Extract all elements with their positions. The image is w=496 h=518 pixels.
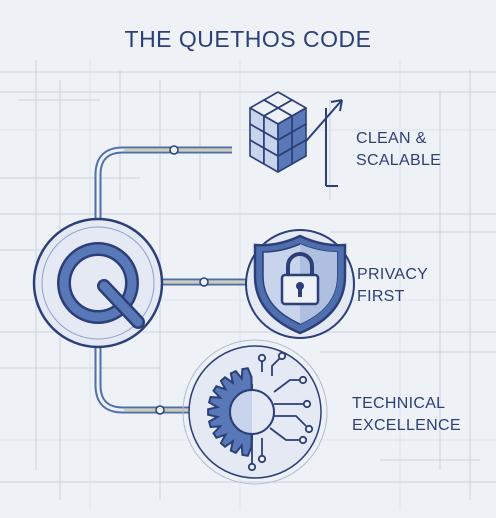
cube: [263, 107, 293, 141]
diagram-title: THE QUETHOS CODE: [124, 26, 372, 52]
pillar-label-line: TECHNICAL: [352, 395, 446, 412]
pillar-label-clean-scalable: CLEAN & SCALABLE: [356, 128, 441, 172]
pillar-label-privacy-first: PRIVACY FIRST: [357, 264, 428, 308]
circuit-node: [304, 424, 314, 434]
pillar-label-line: SCALABLE: [356, 152, 442, 169]
connector-bottom: [94, 335, 192, 415]
pillar-label-technical-excellence: TECHNICAL EXCELLENCE: [352, 393, 461, 437]
connector-middle: [150, 277, 258, 287]
circuit-node: [247, 462, 257, 472]
cube-stack-icon: [249, 91, 343, 187]
pillar-label-line: CLEAN &: [356, 130, 427, 147]
circuit-node: [298, 375, 308, 385]
pillar-label-line: EXCELLENCE: [352, 417, 461, 434]
gear-circuit-icon: [182, 339, 328, 485]
circuit-node: [302, 399, 312, 409]
shield-lock-icon: [245, 229, 355, 339]
q-logo-icon: [32, 217, 164, 349]
connector-top: [94, 145, 232, 230]
pillar-label-line: PRIVACY: [357, 266, 429, 283]
circuit-node: [298, 435, 308, 445]
circuit-node: [257, 353, 267, 363]
circuit-node: [277, 351, 287, 361]
circuit-node: [257, 454, 267, 464]
pillar-label-line: FIRST: [357, 288, 405, 305]
